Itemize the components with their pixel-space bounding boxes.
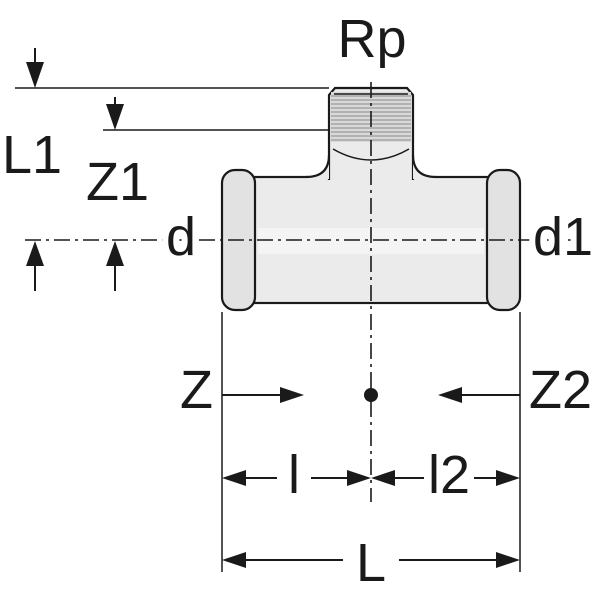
arrowhead-L-left (222, 552, 246, 568)
fillet-right (411, 154, 437, 179)
arrowhead-L1-down (26, 62, 44, 88)
label-d1: d1 (533, 207, 593, 267)
arrowhead-l2-left (371, 470, 395, 486)
arrowhead-l-right (347, 470, 371, 486)
label-rp: Rp (337, 9, 406, 69)
arrowhead-Z1-down (106, 104, 124, 130)
label-l1: L1 (2, 125, 62, 185)
label-l: l (288, 445, 300, 505)
label-z2: Z2 (529, 360, 592, 420)
arrowhead-l2-right (496, 470, 520, 486)
label-z: Z (180, 360, 213, 420)
arrowhead-l-left (222, 470, 246, 486)
dim-L1 (15, 48, 329, 291)
dim-Z-row (222, 387, 520, 403)
arrowhead-Z2-left (438, 387, 462, 403)
socket-bottom-arc (332, 148, 410, 161)
label-l2: l2 (428, 445, 470, 505)
fillet-left (305, 154, 331, 179)
dim-L-row (222, 552, 520, 568)
dim-l-row (222, 470, 520, 486)
label-z1: Z1 (86, 152, 149, 212)
arrowhead-Z-right (280, 387, 304, 403)
arrowhead-L-right (496, 552, 520, 568)
center-point-dot (364, 388, 378, 402)
label-d: d (166, 207, 196, 267)
label-L: L (356, 533, 386, 593)
arrowhead-L1-up (26, 241, 44, 266)
arrowhead-Z1-up (106, 241, 124, 266)
dim-Z1 (103, 97, 329, 291)
